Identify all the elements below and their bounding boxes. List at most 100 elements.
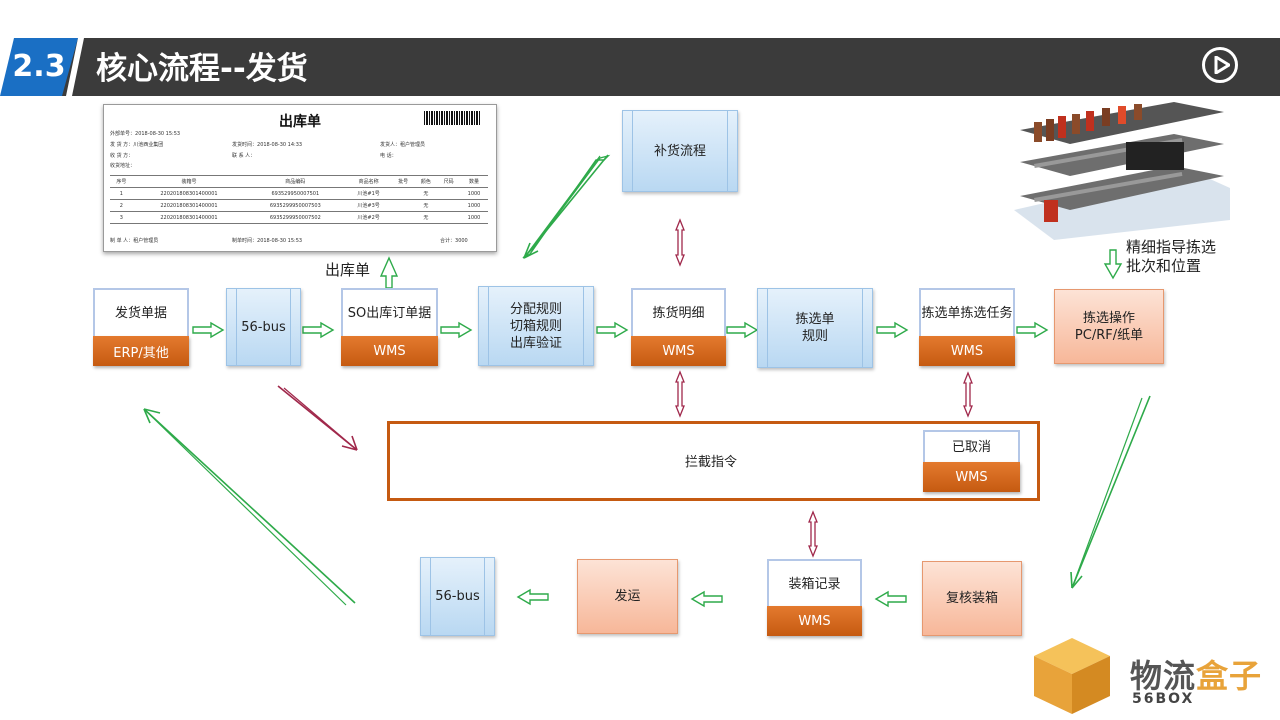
doc-field-label: 发货时间： bbox=[232, 142, 258, 148]
arrow-left bbox=[875, 591, 907, 607]
node-system: ERP/其他 bbox=[93, 336, 189, 366]
doc-col: 装箱号 bbox=[132, 175, 246, 188]
arrow-right bbox=[1016, 322, 1048, 338]
doc-field-label: 收 货 方： bbox=[110, 153, 134, 159]
doc-cell: 220201808301400001 bbox=[132, 187, 246, 200]
doc-cell: 无 bbox=[414, 187, 438, 200]
ship-docs-node: 发货单据 ERP/其他 bbox=[93, 288, 189, 366]
arrow-right bbox=[876, 322, 908, 338]
doc-col: 批号 bbox=[391, 175, 415, 188]
arrow-right bbox=[440, 322, 472, 338]
fine-guidance-label: 批次和位置 bbox=[1126, 257, 1202, 275]
arrow-up bbox=[379, 256, 399, 289]
arrow-left bbox=[517, 589, 549, 605]
table-row: 3 220201808301400001 693529995000​7502 川… bbox=[110, 211, 488, 224]
doc-cell: 6935299500075​01 bbox=[245, 187, 346, 200]
doc-field-label: 联 系 人： bbox=[232, 153, 256, 159]
arrow-down bbox=[1103, 249, 1123, 280]
logo-name: 物流盒子 bbox=[1130, 657, 1263, 695]
node-label: 装箱记录 bbox=[788, 576, 841, 592]
arrow-updown bbox=[675, 218, 685, 267]
so-order-node: SO出库订单据 WMS bbox=[341, 288, 438, 366]
doc-cell: 220201808301400001 bbox=[132, 199, 246, 212]
node-label: SO出库订单据 bbox=[347, 306, 432, 321]
doc-footer-value: 2018-08-30 15:53 bbox=[257, 238, 303, 244]
doc-footer-value: 3000 bbox=[455, 238, 468, 244]
doc-field-value: 川池西业集团 bbox=[133, 142, 164, 148]
node-label: 拣选单规则 bbox=[795, 312, 835, 344]
pick-rules-node: 拣选单规则 bbox=[757, 288, 873, 368]
box-logo-icon bbox=[1034, 638, 1110, 714]
arrow-right bbox=[726, 322, 758, 338]
node-label: 拣选单拣选任务 bbox=[921, 306, 1013, 321]
pack-record-node: 装箱记录 WMS bbox=[767, 559, 862, 636]
node-system: WMS bbox=[341, 336, 438, 366]
outbound-document-image: 出库单 外部单号： 2018-08-30 15:53 发 货 方：川池西业集团 收… bbox=[103, 104, 497, 252]
doc-cell bbox=[391, 199, 415, 212]
doc-title: 出库单 bbox=[279, 114, 321, 130]
doc-table-header: 序号 装箱号 商品编码 商品名称 批号 颜色 尺码 数量 bbox=[110, 175, 488, 188]
outbound-doc-label: 出库单 bbox=[325, 261, 371, 279]
pick-task-node: 拣选单拣选任务 WMS bbox=[919, 288, 1015, 366]
pick-detail-node: 拣货明细 WMS bbox=[631, 288, 726, 366]
logo-subtitle: 56BOX bbox=[1132, 691, 1195, 707]
doc-field-value: 租户管理员 bbox=[400, 142, 426, 148]
doc-cell: 1000 bbox=[460, 199, 488, 212]
arrow-updown bbox=[963, 371, 973, 418]
doc-cell: 693529995000​7503 bbox=[245, 199, 346, 212]
intercept-label: 拦截指令 bbox=[685, 455, 738, 470]
bus-node: 56-bus bbox=[420, 557, 495, 636]
doc-col: 商品名称 bbox=[345, 175, 392, 188]
doc-footer-label: 合计： bbox=[440, 238, 456, 244]
doc-cell bbox=[437, 211, 461, 224]
doc-field-label: 发 货 方： bbox=[110, 142, 134, 148]
play-icon[interactable] bbox=[1202, 47, 1238, 83]
node-label: 复核装箱 bbox=[945, 591, 998, 606]
node-label: 56-bus bbox=[241, 319, 286, 335]
allocation-rules-node: 分配规则切箱规则出库验证 bbox=[478, 286, 594, 366]
doc-cell: 1000 bbox=[460, 187, 488, 200]
doc-cell: 川池#3号 bbox=[345, 199, 392, 212]
doc-cell: 无 bbox=[414, 199, 438, 212]
doc-field-label: 外部单号： bbox=[110, 131, 136, 137]
node-system: WMS bbox=[923, 462, 1020, 492]
doc-col: 序号 bbox=[110, 175, 133, 188]
header-bar bbox=[62, 38, 1280, 96]
doc-cell bbox=[437, 187, 461, 200]
doc-col: 数量 bbox=[460, 175, 488, 188]
doc-cell: 1 bbox=[110, 187, 133, 200]
doc-field-label: 电 话： bbox=[380, 153, 397, 159]
replenishment-node: 补货流程 bbox=[622, 110, 738, 192]
node-label: 分配规则切箱规则出库验证 bbox=[509, 301, 562, 351]
intercept-frame bbox=[387, 421, 1040, 501]
doc-footer-label: 制单时间： bbox=[232, 238, 258, 244]
doc-footer-label: 制 单 人： bbox=[110, 238, 134, 244]
doc-cell: 川池#1号 bbox=[345, 187, 392, 200]
doc-cell: 川池#2号 bbox=[345, 211, 392, 224]
arrow-updown bbox=[675, 370, 685, 418]
warehouse-3d-image bbox=[1014, 102, 1230, 240]
doc-cell: 693529995000​7502 bbox=[245, 211, 346, 224]
node-label: 56-bus bbox=[435, 589, 480, 604]
arrow-right bbox=[192, 322, 224, 338]
node-label: 发运 bbox=[614, 589, 641, 604]
doc-col: 颜色 bbox=[414, 175, 438, 188]
doc-cell bbox=[437, 199, 461, 212]
doc-col: 商品编码 bbox=[245, 175, 346, 188]
doc-footer-value: 租户管理员 bbox=[133, 238, 159, 244]
arrow-left bbox=[691, 591, 723, 607]
doc-cell: 3 bbox=[110, 211, 133, 224]
table-row: 1 220201808301400001 6935299500075​01 川池… bbox=[110, 187, 488, 200]
node-label: 发货单据 bbox=[114, 306, 167, 321]
node-label: 已取消 bbox=[951, 440, 991, 455]
arrow-right bbox=[596, 322, 628, 338]
doc-field-value: 2018-08-30 14:33 bbox=[257, 142, 303, 148]
doc-cell: 2 bbox=[110, 199, 133, 212]
doc-cell: 220201808301400001 bbox=[132, 211, 246, 224]
bus-node: 56-bus bbox=[226, 288, 301, 366]
fine-guidance-label: 精细指导拣选 bbox=[1126, 238, 1217, 256]
doc-cell: 无 bbox=[414, 211, 438, 224]
arrow-diagonal bbox=[143, 408, 356, 604]
